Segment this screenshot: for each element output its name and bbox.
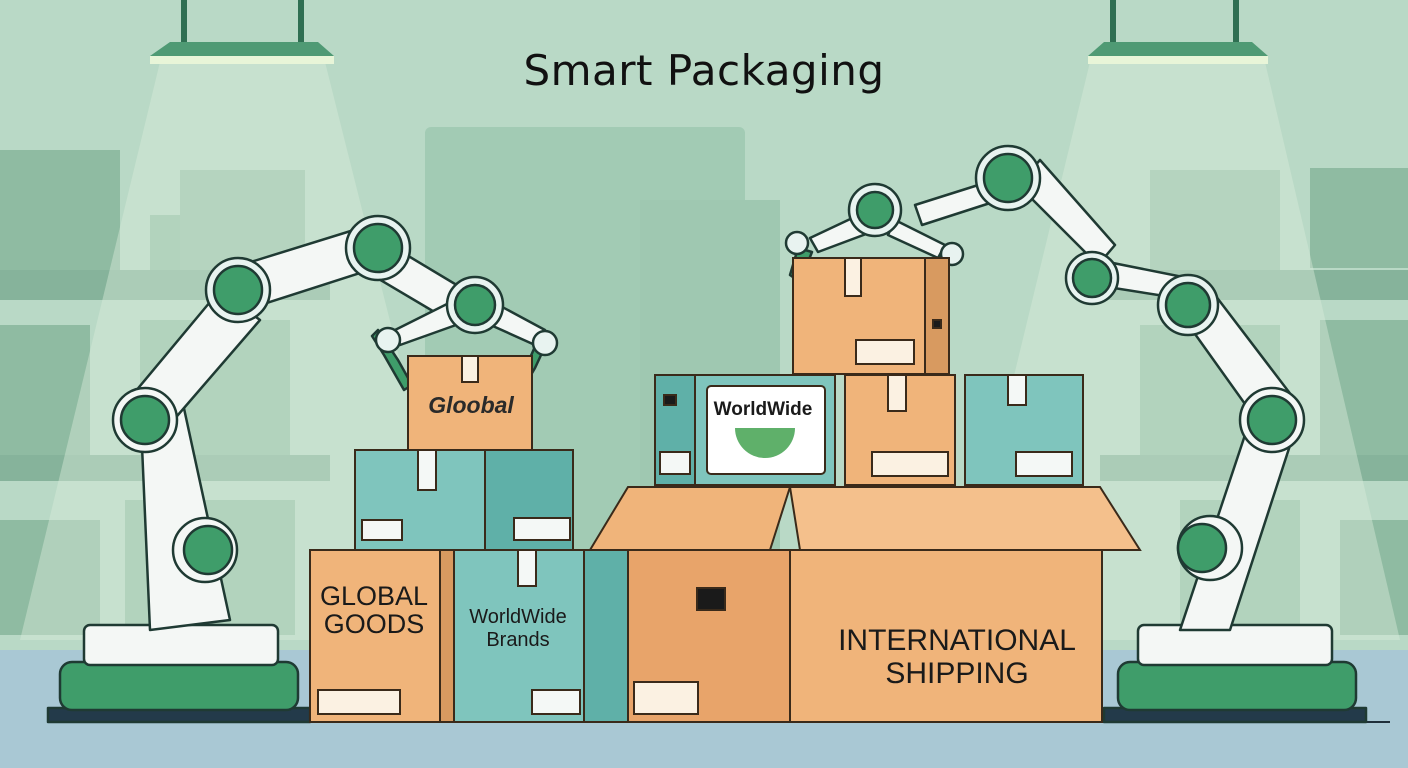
right-robot-arm	[784, 144, 1368, 724]
box-label-international-shipping: INTERNATIONAL SHIPPING	[838, 624, 1076, 690]
left-robot-arm	[46, 214, 559, 724]
box-stack-left	[309, 355, 629, 723]
page-title: Smart Packaging	[523, 46, 885, 95]
box-label-global-goods: GLOBAL GOODS	[319, 581, 429, 640]
box-stack-right	[588, 257, 1142, 723]
box-label-gloobal: Gloobal	[428, 392, 514, 418]
box-label-worldwide-brands: WorldWide Brands	[469, 606, 567, 651]
box-sign-worldwide: WorldWide	[713, 399, 813, 420]
